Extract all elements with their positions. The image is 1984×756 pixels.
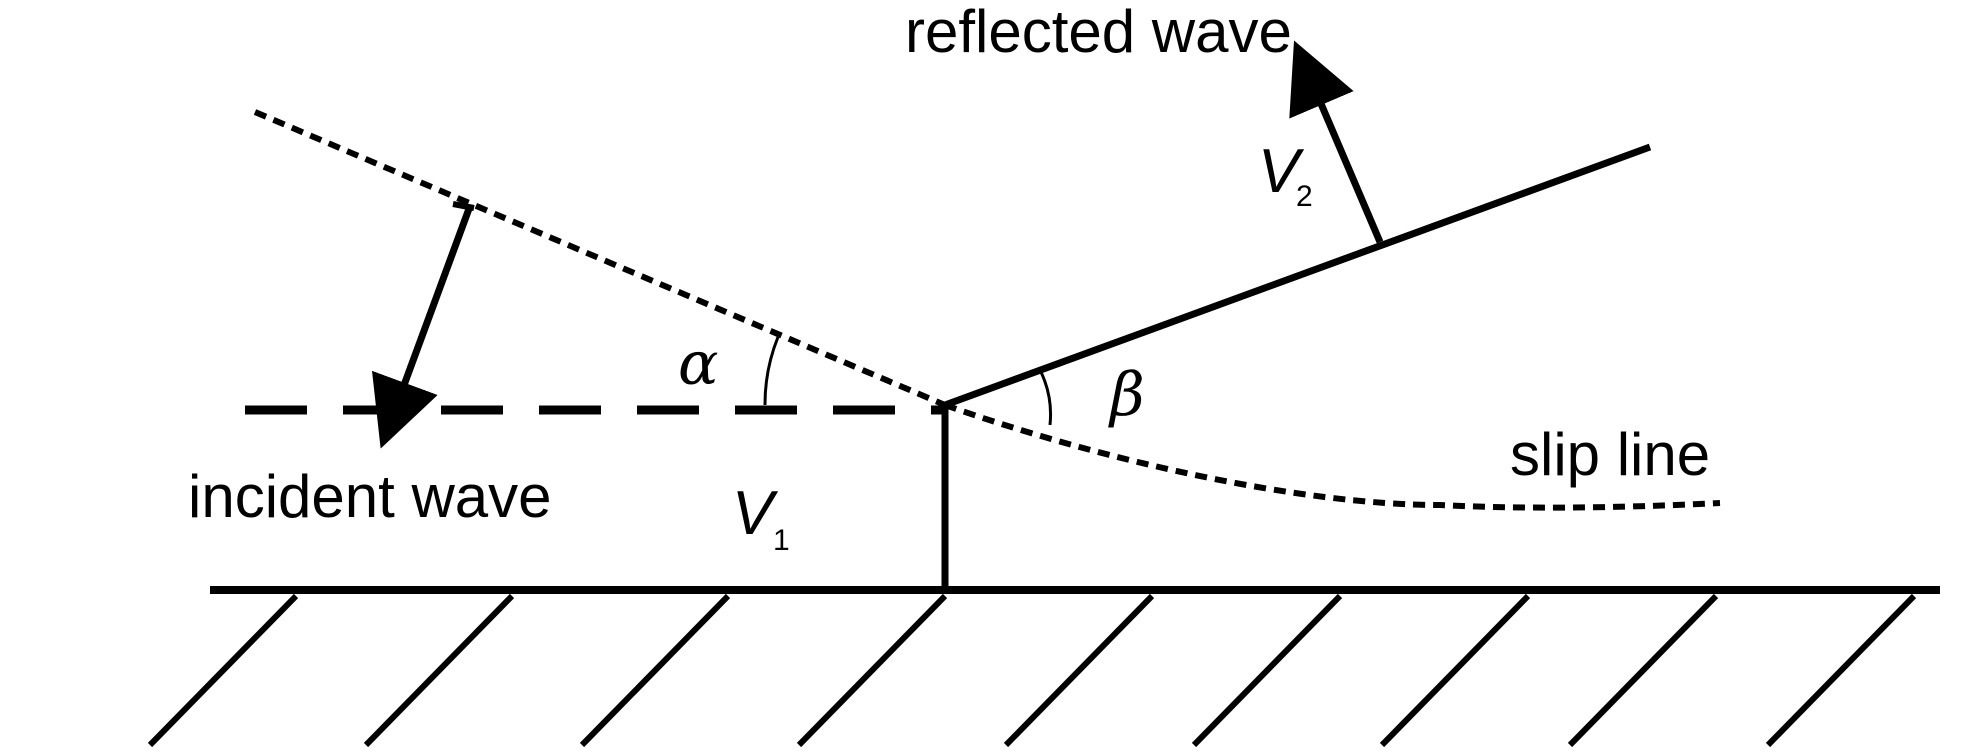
hatch-line (1765, 593, 1917, 748)
beta-angle-arc (1038, 369, 1053, 426)
slip-line-label: slip line (1510, 421, 1710, 488)
alpha-symbol: α (678, 329, 719, 399)
alpha-angle-arc (763, 336, 780, 406)
hatch-line (1191, 593, 1343, 748)
slip-line-curve (943, 402, 1721, 511)
v1-symbol: V (732, 479, 779, 548)
hatch-line (1003, 593, 1155, 748)
reflected-wave-arrow (1289, 40, 1384, 244)
hatch-line (363, 593, 515, 748)
hatch-line (1567, 593, 1719, 748)
wall-hatching (147, 593, 1917, 748)
incident-wave-label: incident wave (188, 463, 552, 530)
reflected-wave-front (943, 143, 1652, 409)
v2-symbol: V (1258, 137, 1305, 206)
incident-arrow-tick (452, 201, 475, 211)
v1-subscript: 1 (773, 524, 790, 557)
reflected-wave-label: reflected wave (905, 0, 1292, 65)
beta-symbol: β (1108, 360, 1145, 430)
hatch-line (147, 593, 299, 748)
incident-wave-arrow (371, 204, 474, 449)
incident-wave-front (253, 109, 947, 408)
v2-subscript: 2 (1296, 180, 1313, 213)
hatch-line (796, 593, 948, 748)
hatch-line (1379, 593, 1531, 748)
hatch-line (579, 593, 731, 748)
